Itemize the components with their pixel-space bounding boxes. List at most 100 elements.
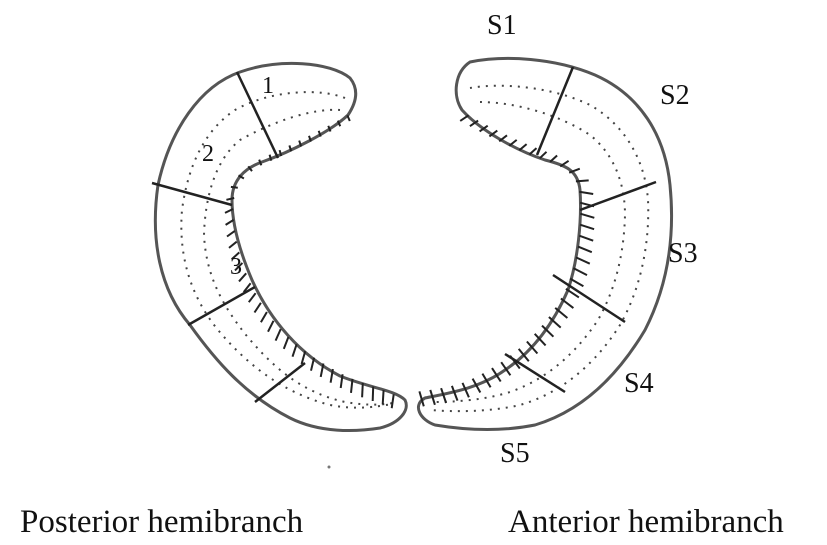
hatch-mark (429, 389, 436, 406)
anterior-divider-4 (504, 352, 566, 394)
anterior-divider-1 (535, 66, 575, 156)
posterior-divider-2 (151, 181, 233, 207)
hatch-mark (329, 368, 334, 383)
hatch-mark (533, 333, 547, 347)
hatch-mark (528, 147, 538, 156)
hatch-mark (291, 343, 298, 358)
hatch-mark (479, 124, 489, 133)
hatch-mark (560, 297, 575, 309)
hatch-mark (549, 154, 558, 163)
hatch-mark (390, 394, 395, 409)
posterior-inner-dotted-line (180, 91, 393, 409)
posterior-divider-1 (235, 71, 280, 159)
hatch-mark (225, 219, 235, 226)
posterior-outline (153, 62, 408, 433)
hatch-mark (298, 140, 303, 147)
posterior-hemibranch (151, 62, 408, 433)
hatch-mark (300, 350, 307, 365)
hatch-mark (361, 382, 364, 398)
hatch-mark (461, 382, 470, 398)
hatch-mark (226, 230, 236, 238)
hatch-mark (579, 223, 595, 231)
hatch-mark (471, 378, 482, 393)
anterior-filament-hatching (418, 114, 595, 407)
hatch-mark (498, 134, 508, 143)
hatch-mark (267, 320, 275, 333)
hatch-mark (346, 115, 351, 122)
hatch-mark (450, 385, 459, 401)
hatch-mark (575, 179, 589, 183)
hatch-mark (440, 387, 448, 404)
hatch-mark (288, 145, 293, 152)
hatch-mark (242, 282, 252, 293)
hatch-mark (580, 212, 595, 219)
hatch-mark (247, 165, 253, 172)
hatch-mark (459, 114, 470, 122)
hatch-mark (469, 119, 479, 128)
hatch-mark (317, 130, 322, 137)
hatch-mark (253, 302, 262, 314)
hatch-mark (575, 256, 591, 265)
hatch-mark (350, 378, 354, 394)
hatch-mark (381, 390, 385, 405)
segment-label-s3: S3 (668, 238, 698, 269)
hatch-mark (517, 348, 530, 362)
hatch-mark (578, 234, 594, 242)
hatch-mark (268, 154, 273, 161)
hatch-mark (371, 386, 375, 402)
posterior-divider-3 (187, 285, 256, 327)
hatch-mark (491, 367, 502, 383)
posterior-hemibranch-caption: Posterior hemibranch (20, 504, 304, 540)
hatch-mark (231, 251, 240, 261)
segment-label-s1: S1 (487, 10, 517, 41)
segment-label-s4: S4 (624, 368, 654, 399)
hatch-mark (248, 292, 257, 303)
hatch-mark (541, 324, 555, 338)
hatch-mark (230, 185, 238, 189)
hatch-mark (579, 190, 594, 195)
hatch-mark (336, 120, 342, 127)
hatch-mark (226, 197, 235, 201)
hatch-mark (554, 307, 569, 319)
zone-label-2: 2 (202, 141, 214, 167)
anterior-hemibranch-caption: Anterior hemibranch (508, 504, 784, 540)
hatch-mark (572, 267, 588, 276)
hatch-mark (339, 374, 344, 389)
hatch-mark (518, 143, 528, 152)
hatch-mark (579, 201, 595, 208)
hatch-mark (278, 149, 283, 157)
hatch-mark (548, 316, 562, 329)
hatch-mark (319, 363, 325, 378)
posterior-divider-4 (254, 362, 306, 403)
hatch-mark (274, 328, 282, 342)
hatch-mark (238, 272, 247, 283)
hatch-mark (508, 139, 518, 147)
hatch-mark (228, 240, 238, 249)
hatch-mark (539, 151, 548, 159)
hatch-mark (327, 125, 332, 132)
speck (327, 465, 331, 469)
hatch-mark (234, 262, 244, 272)
hatch-mark (238, 174, 245, 180)
hatch-mark (565, 287, 580, 299)
hatch-mark (577, 245, 593, 254)
zone-label-3: 3 (230, 254, 242, 280)
anterior-divider-3 (552, 273, 626, 324)
hatch-mark (308, 135, 312, 142)
hatch-mark (559, 159, 570, 168)
segment-label-s5: S5 (500, 438, 530, 469)
hatch-mark (260, 311, 268, 323)
zone-label-1: 1 (262, 73, 274, 99)
hatch-mark (310, 357, 316, 371)
anterior-outline (417, 56, 673, 432)
hatch-mark (500, 361, 512, 376)
segment-label-s2: S2 (660, 80, 690, 111)
hatch-mark (418, 391, 425, 407)
hatch-mark (258, 159, 263, 166)
hatch-mark (282, 336, 290, 350)
hatch-mark (509, 355, 521, 370)
anterior-inner-dotted-line (429, 84, 650, 413)
anterior-hemibranch (417, 56, 673, 432)
posterior-filament-hatching (224, 115, 395, 409)
